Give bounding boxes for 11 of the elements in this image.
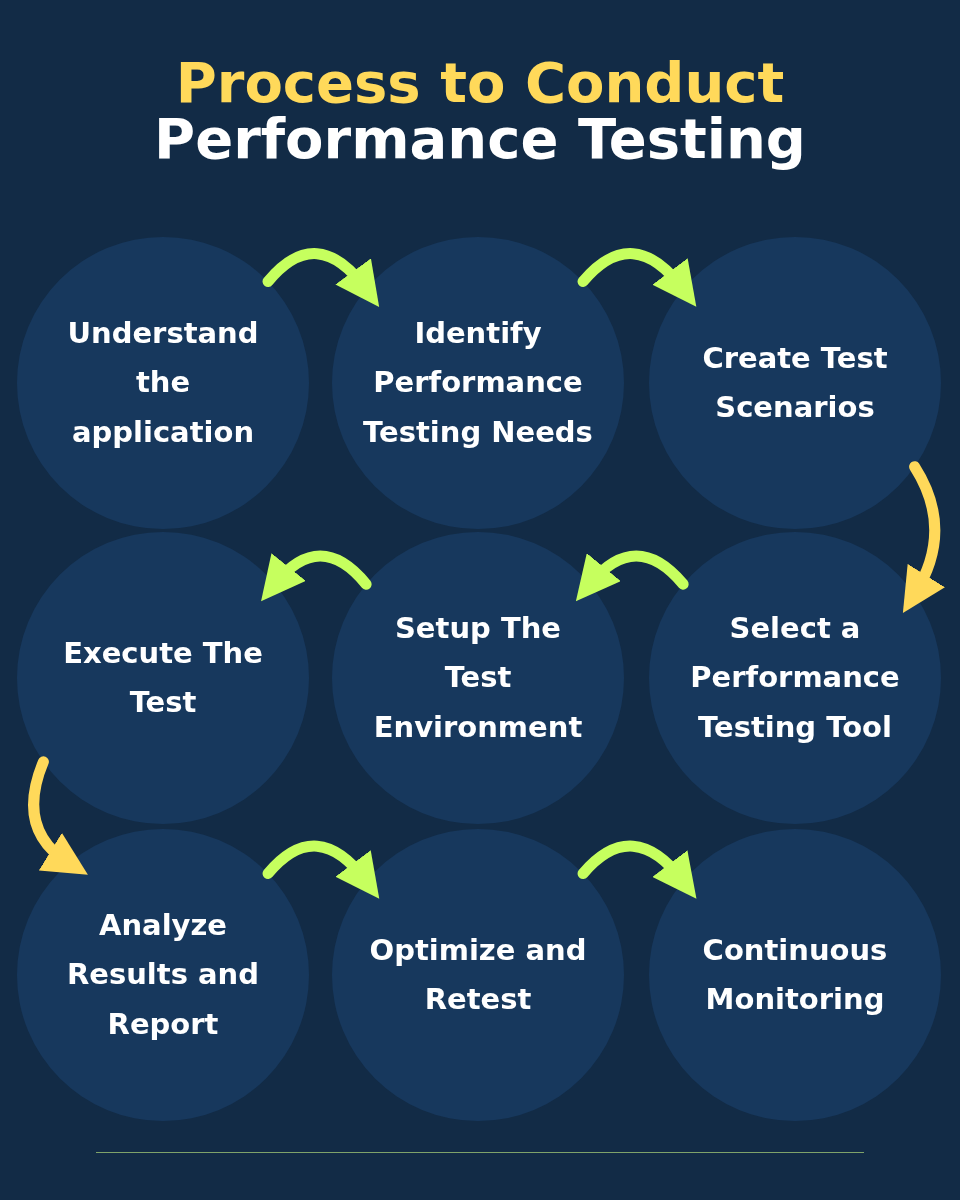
step-label: Setup The Test Environment: [372, 610, 584, 746]
step-label: Create Test Scenarios: [701, 339, 889, 426]
curved-arrow: [903, 461, 945, 614]
curved-arrow: [28, 756, 88, 876]
step-label: Optimize and Retest: [368, 931, 588, 1018]
step-label: Select a Performance Testing Tool: [689, 610, 901, 746]
step-label: Analyze Results and Report: [65, 907, 260, 1043]
step-label: Understand the application: [66, 315, 260, 451]
step-label: Execute The Test: [62, 634, 264, 721]
step-label: Identify Performance Testing Needs: [363, 315, 593, 451]
step-label: Continuous Monitoring: [701, 931, 889, 1018]
